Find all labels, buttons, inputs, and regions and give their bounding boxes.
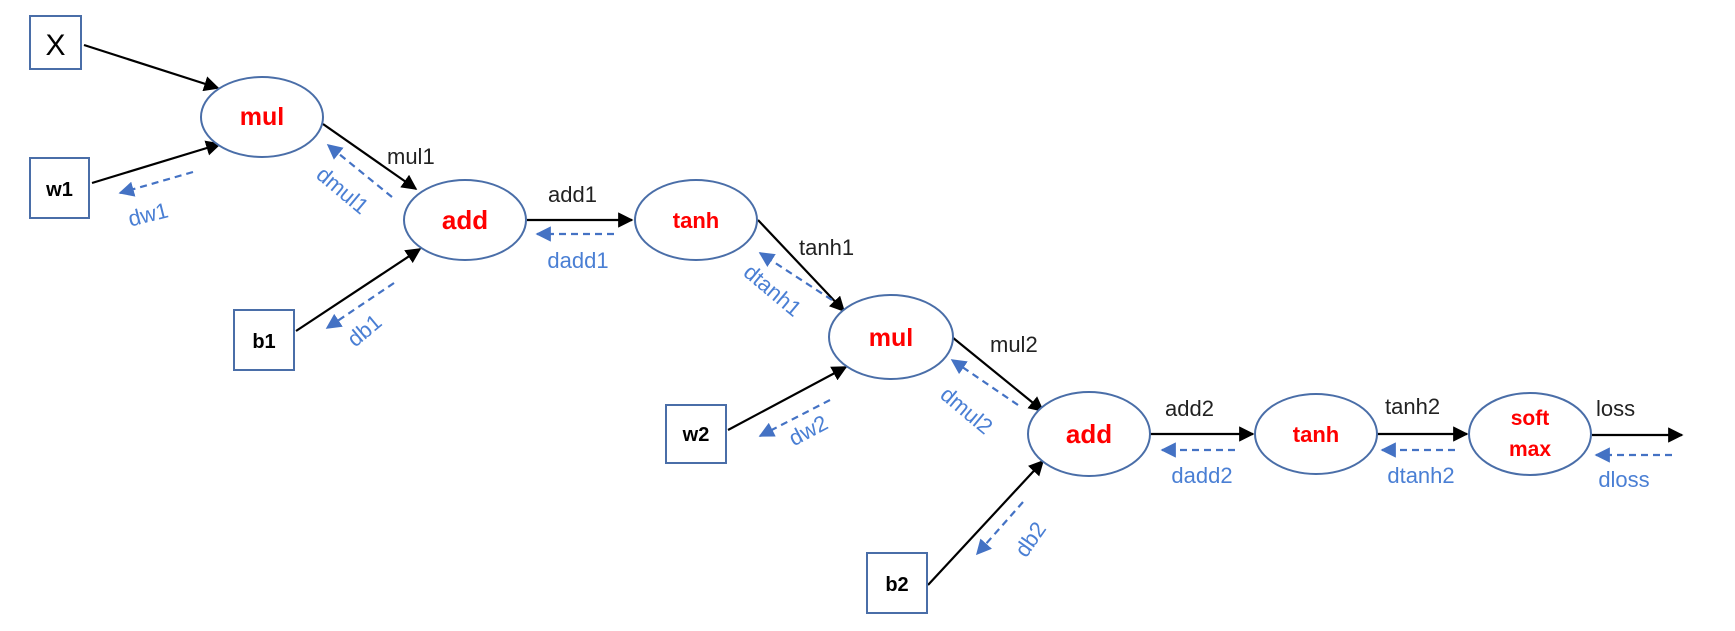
input-x-label: X — [45, 29, 65, 62]
label-dtanh1: dtanh1 — [739, 259, 807, 321]
grad-arrow-dmul1 — [326, 144, 393, 198]
label-add1: add1 — [548, 182, 597, 207]
edge-mul1-to-add1 — [322, 123, 418, 190]
input-w1-label: w1 — [45, 179, 73, 201]
op-mul2: mul — [828, 294, 954, 380]
label-dadd1: dadd1 — [547, 248, 608, 273]
op-mul2-label: mul — [869, 324, 913, 352]
label-db2: db2 — [1010, 517, 1052, 561]
edge-mul2-to-add2 — [951, 336, 1045, 412]
edge-x-to-mul1 — [83, 43, 220, 92]
label-dmul2: dmul2 — [936, 382, 998, 440]
op-add1: add — [403, 179, 527, 261]
input-b2: b2 — [866, 552, 928, 614]
edge-w1-to-mul1 — [91, 140, 222, 185]
grad-arrow-dmul2 — [950, 359, 1019, 406]
grad-arrow-dtanh1 — [758, 252, 833, 301]
edge-b2-to-add2 — [927, 459, 1045, 586]
op-add2: add — [1027, 391, 1151, 477]
input-w1: w1 — [29, 157, 90, 219]
label-dloss: dloss — [1598, 467, 1649, 492]
input-b1-label: b1 — [252, 331, 275, 353]
op-softmax-label-line2: max — [1509, 438, 1551, 461]
op-tanh1-label: tanh — [673, 208, 719, 233]
op-add2-label: add — [1066, 419, 1112, 449]
edge-w2-to-mul2 — [727, 366, 848, 431]
label-add2: add2 — [1165, 396, 1214, 421]
edge-b1-to-add1 — [295, 248, 422, 332]
edge-tanh1-to-mul2 — [757, 219, 846, 313]
label-loss: loss — [1596, 396, 1635, 421]
label-tanh2: tanh2 — [1385, 394, 1440, 419]
grad-arrow-db1 — [325, 282, 395, 329]
label-mul2: mul2 — [990, 332, 1038, 357]
input-b2-label: b2 — [885, 574, 908, 596]
label-dmul1: dmul1 — [312, 162, 374, 220]
op-softmax-label-line1: soft — [1511, 407, 1550, 430]
op-tanh2: tanh — [1254, 393, 1378, 475]
op-mul1: mul — [200, 76, 324, 158]
label-tanh1: tanh1 — [799, 235, 854, 260]
label-dw1: dw1 — [126, 197, 171, 231]
label-dtanh2: dtanh2 — [1387, 463, 1454, 488]
grad-arrow-dw1 — [118, 170, 194, 197]
op-tanh2-label: tanh — [1293, 422, 1339, 447]
input-b1: b1 — [233, 309, 295, 371]
label-dadd2: dadd2 — [1171, 463, 1232, 488]
op-add1-label: add — [442, 205, 488, 235]
input-x: X — [29, 15, 82, 70]
input-w2-label: w2 — [682, 424, 710, 446]
label-db1: db1 — [342, 309, 386, 352]
op-tanh1: tanh — [634, 179, 758, 261]
label-mul1: mul1 — [387, 144, 435, 169]
input-w2: w2 — [665, 404, 727, 464]
grad-arrow-dw2 — [758, 399, 831, 437]
label-dw2: dw2 — [785, 410, 832, 451]
op-mul1-label: mul — [240, 103, 284, 131]
op-softmax: soft max — [1468, 392, 1592, 476]
